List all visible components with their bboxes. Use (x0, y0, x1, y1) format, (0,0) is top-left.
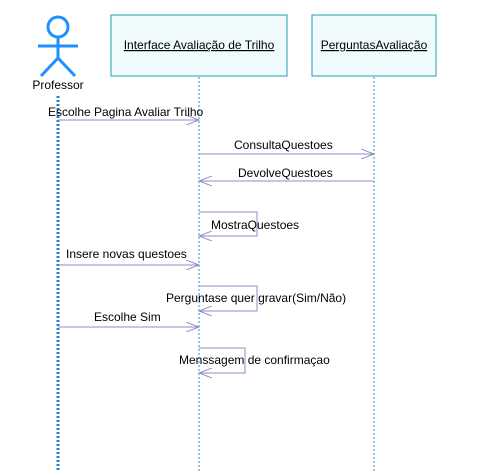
message-label: Escolhe Sim (94, 310, 161, 324)
message-insere-questoes: Insere novas questoes (58, 247, 199, 265)
message-arrow (199, 347, 246, 373)
message-pergunta-gravar: Perguntase quer gravar(Sim/Não) (166, 285, 346, 311)
message-mostra-questoes: MostraQuestoes (199, 211, 299, 236)
actor-label: Professor (32, 78, 83, 92)
message-escolhe-pagina: Escolhe Pagina Avaliar Trilho (48, 105, 204, 120)
message-escolhe-sim: Escolhe Sim (58, 310, 199, 327)
message-arrow (199, 211, 258, 236)
message-label: Menssagem de confirmaçao (179, 353, 330, 367)
object-perguntas: PerguntasAvaliação (311, 14, 437, 77)
message-consulta-questoes: ConsultaQuestoes (199, 138, 374, 154)
message-label: Escolhe Pagina Avaliar Trilho (48, 105, 204, 119)
object-label: Interface Avaliação de Trilho (124, 38, 275, 52)
message-arrow (199, 285, 258, 311)
object-label: PerguntasAvaliação (321, 38, 428, 52)
object-box (110, 14, 288, 77)
message-devolve-questoes: DevolveQuestoes (199, 166, 374, 181)
message-label: ConsultaQuestoes (234, 138, 333, 152)
message-label: MostraQuestoes (211, 218, 299, 232)
message-label: Perguntase quer gravar(Sim/Não) (166, 291, 346, 305)
object-box (311, 14, 437, 77)
object-interface: Interface Avaliação de Trilho (110, 14, 288, 77)
message-label: Insere novas questoes (66, 247, 187, 261)
actor-professor: Professor (32, 15, 84, 92)
stick-figure-icon (38, 15, 78, 78)
message-label: DevolveQuestoes (238, 166, 333, 180)
message-confirmacao: Menssagem de confirmaçao (179, 347, 330, 373)
